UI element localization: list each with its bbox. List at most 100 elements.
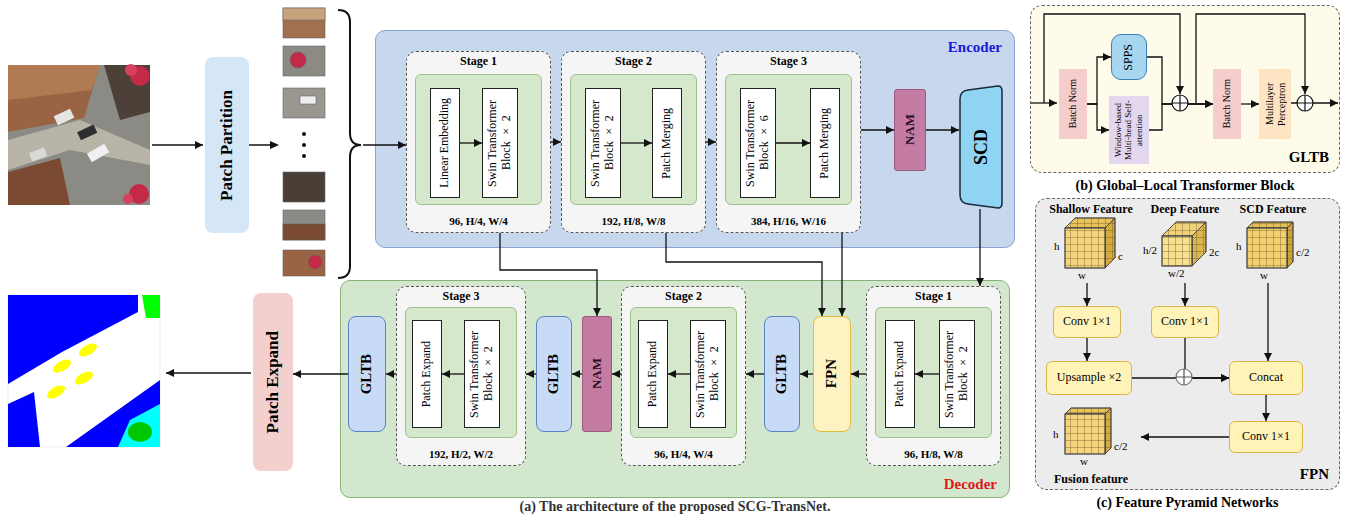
patch-partition-box: Patch Partition (205, 57, 249, 233)
tensor-shape: 192, H/8, W/8 (602, 215, 666, 228)
decoder-stage: Stage 196, H/8, W/8Patch ExpandSwin Tran… (866, 286, 1001, 466)
conv-box: Conv 1×1 (1229, 421, 1303, 453)
conv-box: Conv 1×1 (1151, 306, 1219, 338)
batch-norm-box: Batch Norm (1059, 69, 1087, 139)
fpn-box: FPN (813, 316, 851, 432)
panel-title: Decoder (944, 476, 997, 493)
dimension-label: 2c (1209, 246, 1219, 258)
patch-expand-block: Patch Expand (885, 320, 915, 428)
block-label: FPN (823, 359, 840, 388)
image-patches (283, 8, 325, 276)
feature-map: Deep Feature (1146, 201, 1224, 283)
output-arrow (166, 372, 251, 373)
spps-box: SPPS (1111, 34, 1147, 80)
decoder-panel: Decoder GLTB Stage 3 192, H/2, W/2 Patch Exp… (340, 280, 1010, 498)
encoder-panel: EncoderStage 196, H/4, W/4Linear Embeddi… (375, 30, 1015, 248)
block-label: Conv 1×1 (1242, 430, 1290, 444)
feature-title: Shallow Feature (1049, 203, 1132, 217)
block-label: Batch Norm (1067, 79, 1079, 128)
dimension-label: w (1078, 269, 1086, 281)
patch-expand-block: Patch Expand (638, 320, 668, 428)
tensor-shape: 192, H/2, W/2 (429, 448, 493, 461)
ellipsis-dots (302, 132, 306, 158)
panel-caption: (b) Global–Local Transformer Block (1076, 178, 1295, 194)
encoder-stage: Stage 2 192, H/8, W/8 Swin Transformer Blo… (561, 51, 706, 233)
patch-merging-block: Patch Merging (810, 88, 840, 198)
block-label: Patch Merging (818, 108, 832, 179)
block-label: Swin Transformer Block × 6 (744, 91, 772, 195)
dimension-label: h (1053, 428, 1059, 440)
dimension-label: h (1054, 240, 1060, 252)
swin-block: Swin Transformer Block × 2 (690, 320, 726, 428)
dimension-label: h/2 (1143, 244, 1157, 256)
block-label: Swin Transformer Block × 2 (943, 323, 971, 425)
block-label: Patch Expand (263, 331, 283, 434)
block-label: Swin Transformer Block × 2 (486, 91, 514, 195)
decoder-stage: Stage 3 192, H/2, W/2 Patch Expand Swin Tra… (396, 286, 526, 466)
panel-caption: (c) Feature Pyramid Networks (1096, 495, 1278, 511)
gltb-box: GLTB (348, 316, 386, 432)
dimension-label: w (1260, 269, 1268, 281)
output-segmentation (8, 295, 160, 447)
stage-title: Stage 2 (665, 290, 702, 304)
block-label: Conv 1×1 (1063, 315, 1111, 329)
input-arrow (152, 144, 203, 145)
scd-shape: SCD (959, 85, 1003, 209)
block-label: GLTB (545, 354, 562, 394)
stage-title: Stage 1 (460, 55, 497, 69)
input-image (8, 64, 150, 205)
stage-title: Stage 3 (443, 290, 480, 304)
block-label: Batch Norm (1221, 79, 1233, 128)
nam-box: NAM (894, 89, 926, 171)
tensor-shape: 96, H/4, W/4 (654, 448, 712, 461)
block-label: SCD (971, 129, 992, 165)
patch-expand-block: Patch Expand (412, 320, 442, 428)
stage-title: Stage 2 (615, 55, 652, 69)
gltb-box: GLTB (764, 316, 800, 432)
gltb-panel: GLTB(b) Global–Local Transformer BlockBa… (1030, 5, 1340, 173)
curly-bracket (338, 10, 361, 278)
upsample-box: Upsample ×2 (1046, 361, 1132, 395)
scd-outline-path (960, 86, 1002, 208)
patch-background (270, 0, 363, 278)
figure-caption: (a) The architecture of the proposed SCG… (340, 499, 1010, 514)
swin-block: Swin Transformer Block × 2 (939, 320, 975, 428)
stage-title: Stage 3 (770, 55, 807, 69)
encoder-stage: Stage 3384, H/16, W/16Swin Transformer B… (716, 51, 861, 233)
feature-map: SCD Feature (1233, 201, 1313, 283)
feature-title: SCD Feature (1240, 203, 1307, 217)
dimension-label: h (1236, 240, 1242, 252)
linear-embedding-block: Linear Embedding (430, 88, 460, 198)
concat-box: Concat (1229, 361, 1303, 395)
dimension-label: c/2 (1114, 440, 1127, 452)
block-label: Patch Expand (420, 341, 434, 407)
block-label: Patch Merging (660, 108, 674, 179)
nam-box: NAM (582, 316, 612, 432)
block-label: Swin Transformer Block × 2 (589, 91, 617, 195)
block-label: Swin Transformer Block × 2 (694, 323, 722, 425)
block-label: GLTB (358, 354, 375, 394)
block-label: Concat (1249, 371, 1283, 385)
mlp-box: Multilayer Perceptron (1259, 69, 1291, 139)
patch-merging-block: Patch Merging (652, 88, 682, 198)
block-label: Patch Expand (893, 341, 907, 407)
tensor-shape: 96, H/8, W/8 (904, 448, 962, 461)
block-label: Patch Expand (646, 341, 660, 407)
dimension-label: w/2 (1168, 267, 1185, 279)
encoder-stage: Stage 196, H/4, W/4Linear EmbeddingSwin … (406, 51, 551, 233)
block-label: NAM (590, 358, 605, 389)
panel-tag: FPN (1300, 466, 1329, 483)
block-label: Linear Embedding (438, 98, 452, 188)
block-label: Conv 1×1 (1161, 315, 1209, 329)
panel-tag: GLTB (1289, 149, 1329, 166)
swin-block: Swin Transformer Block × 2 (482, 88, 518, 198)
swin-block: Swin Transformer Block × 2 (464, 320, 500, 428)
dimension-label: w (1080, 455, 1088, 467)
gltb-box: GLTB (536, 316, 572, 432)
block-label: Patch Partition (217, 90, 237, 201)
block-label: Upsample ×2 (1057, 371, 1121, 385)
fpn-panel: FPN(c) Feature Pyramid NetworksShallow F… (1035, 198, 1340, 490)
swin-block: Swin Transformer Block × 2 (585, 88, 621, 198)
block-label: GLTB (773, 354, 790, 394)
